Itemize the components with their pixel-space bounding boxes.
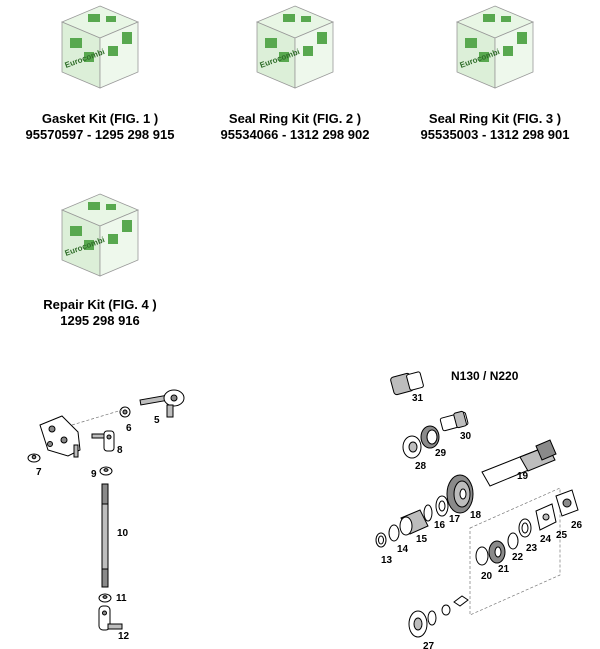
callout-29: 29 [435, 448, 447, 459]
part-19-main-shaft [481, 439, 557, 487]
callout-12: 12 [118, 631, 130, 642]
kit-part-numbers: 1295 298 916 [60, 313, 140, 328]
part-20-bearing [475, 546, 489, 566]
callout-28: 28 [415, 461, 427, 472]
kit-box-icon: Eurocombi [60, 193, 140, 277]
kit-title: Seal Ring Kit (FIG. 3 ) [428, 111, 562, 126]
callout-11: 11 [116, 593, 127, 604]
part-15-sleeve [399, 509, 429, 536]
callout-26: 26 [571, 520, 583, 531]
callout-10: 10 [117, 528, 129, 539]
part-17-washer [435, 495, 449, 517]
callout-15: 15 [416, 534, 428, 545]
callout-22: 22 [512, 552, 524, 563]
callout-18: 18 [470, 510, 482, 521]
part-9-nut [99, 466, 113, 476]
callout-27: 27 [423, 641, 435, 649]
part-13-ring [375, 532, 387, 548]
part-22-washer [507, 532, 519, 550]
kit-title: Repair Kit (FIG. 4 ) [43, 297, 157, 312]
callout-19: 19 [517, 471, 529, 482]
part-31-splined-shaft [390, 371, 424, 396]
part-10-threaded-rod [101, 483, 109, 588]
callout-8: 8 [117, 445, 123, 456]
linkage-assembly [27, 389, 185, 631]
part-27-bearing [408, 595, 469, 638]
kit-title: Gasket Kit (FIG. 1 ) [41, 111, 159, 126]
callout-labels: 5 6 7 8 9 10 11 12 13 14 15 16 17 18 19 … [36, 393, 583, 649]
callout-6: 6 [126, 423, 132, 434]
callout-20: 20 [481, 571, 493, 582]
callout-31: 31 [412, 393, 424, 404]
model-label: N130 / N220 [451, 369, 519, 383]
kit-box-icon: Eurocombi [60, 5, 140, 89]
kit-title: Seal Ring Kit (FIG. 2 ) [228, 111, 362, 126]
part-7-nut [27, 453, 41, 463]
part-12-rod-end [98, 605, 123, 631]
part-6-nut [119, 406, 131, 418]
kit-part-numbers: 95535003 - 1312 298 901 [420, 127, 570, 142]
callout-23: 23 [526, 543, 538, 554]
callout-13: 13 [381, 555, 393, 566]
part-24-cover-plate [535, 503, 557, 531]
kit-box-icon: Eurocombi [255, 5, 335, 89]
part-29-gear [420, 425, 440, 449]
part-23-ring [518, 518, 532, 538]
part-8-rod-end [91, 430, 115, 452]
part-18-large-gear [446, 474, 474, 514]
callout-9: 9 [91, 469, 97, 480]
part-5-rod-end [139, 389, 185, 418]
part-21-gear [488, 540, 506, 564]
gearbox-assembly: N130 / N220 [375, 369, 579, 638]
callout-5: 5 [154, 415, 160, 426]
callout-17: 17 [449, 514, 461, 525]
callout-30: 30 [460, 431, 472, 442]
callout-21: 21 [498, 564, 510, 575]
callout-24: 24 [540, 534, 552, 545]
part-14-washer [388, 524, 400, 542]
part-11-nut [98, 593, 112, 603]
callout-14: 14 [397, 544, 409, 555]
kit-part-numbers: 95534066 - 1312 298 902 [220, 127, 370, 142]
callout-25: 25 [556, 530, 568, 541]
part-30-shaft [439, 410, 469, 432]
kit-part-numbers: 95570597 - 1295 298 915 [25, 127, 175, 142]
part-28-bearing [402, 435, 422, 459]
part-16-ring [423, 504, 433, 522]
part-mounting-plate [39, 415, 81, 458]
callout-16: 16 [434, 520, 446, 531]
callout-7: 7 [36, 467, 42, 478]
part-26-flange [555, 489, 579, 517]
kit-box-icon: Eurocombi [455, 5, 535, 89]
